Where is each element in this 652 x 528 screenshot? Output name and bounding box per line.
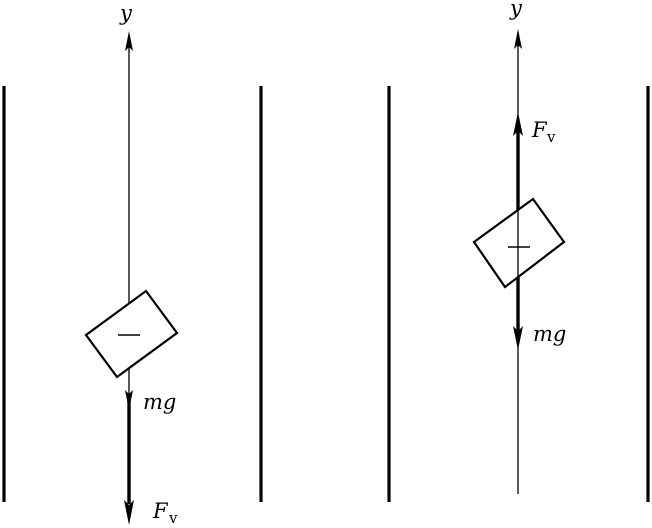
right-gravity-arrowhead [513,326,523,350]
right-panel: y F v mg [387,0,650,502]
left-y-axis-arrowhead [125,31,133,51]
left-drag-force-subscript: v [168,509,178,527]
right-drag-force-arrowhead [513,112,523,136]
left-panel: y mg F v [2,1,263,527]
left-drag-force-label: F [152,499,169,523]
left-falling-block [84,289,179,379]
left-drag-force-arrowhead [124,500,134,525]
left-gravity-label: mg [143,390,176,414]
right-gravity-label: mg [533,322,566,346]
right-y-axis-label: y [509,0,523,20]
left-y-axis-label: y [119,1,133,25]
right-rising-block [472,197,566,289]
right-y-axis-arrowhead [514,29,522,49]
right-drag-force-subscript: v [546,128,556,146]
right-drag-force-label: F [531,118,548,142]
